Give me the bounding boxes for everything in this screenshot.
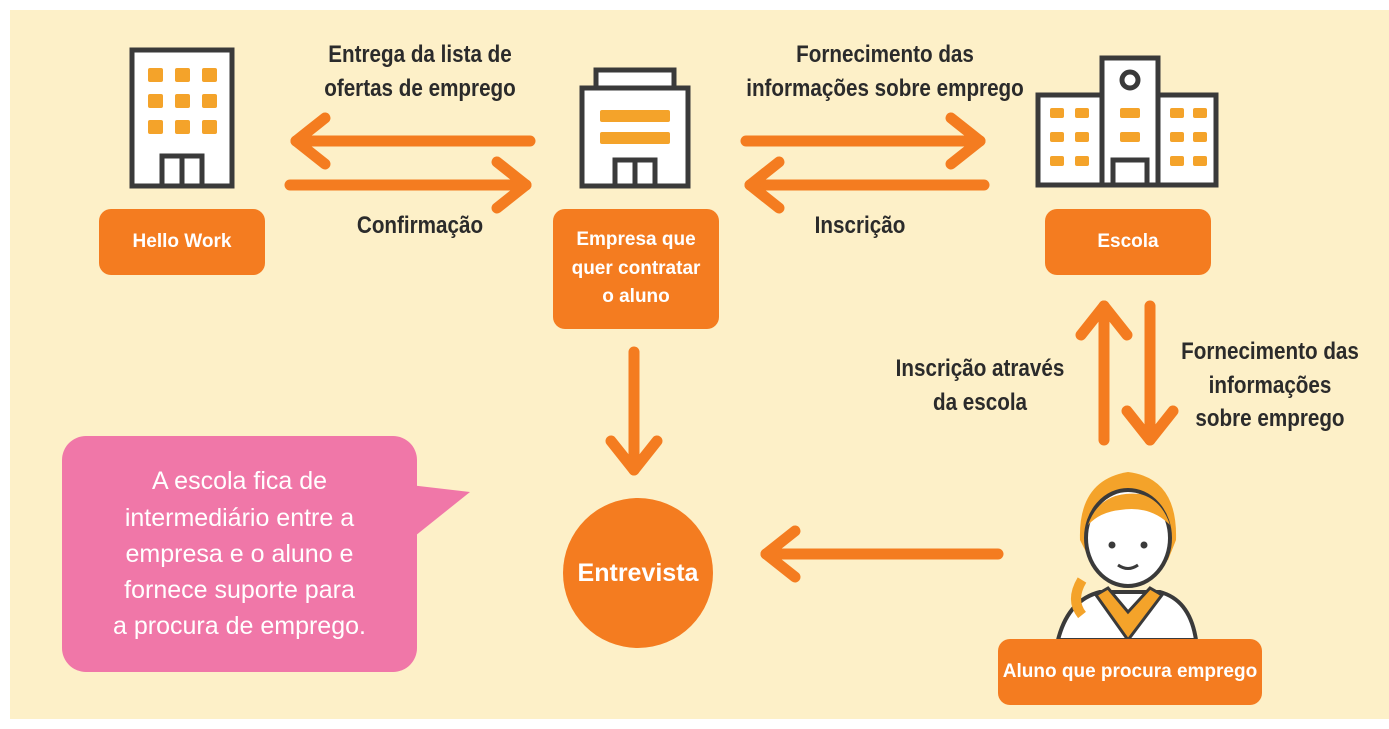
node-company: Empresa que quer contratar o aluno bbox=[553, 209, 719, 329]
edge-label-school-to-company: Inscrição bbox=[814, 212, 906, 239]
arrow-student-to-school bbox=[1075, 300, 1133, 446]
edge-label-school-to-student: Fornecimento das informações sobre empre… bbox=[1181, 338, 1359, 433]
school-building-icon bbox=[1035, 55, 1219, 188]
office-window-grid bbox=[148, 68, 217, 134]
arrow-school-to-student bbox=[1121, 300, 1179, 446]
edge-label-hellowork-to-company: Confirmação bbox=[356, 212, 484, 239]
interview-circle bbox=[563, 498, 713, 648]
speech-bubble bbox=[62, 436, 470, 672]
edge-label-student-to-school: Inscrição através da escola bbox=[895, 355, 1065, 416]
node-hello-work: Hello Work bbox=[99, 209, 265, 275]
arrow-school-to-company bbox=[744, 156, 990, 214]
company-building-icon bbox=[579, 67, 691, 189]
student-avatar-icon bbox=[1055, 472, 1199, 643]
arrow-company-to-interview bbox=[605, 346, 663, 476]
company-banner-stripes bbox=[600, 110, 670, 144]
school-windows bbox=[1050, 108, 1207, 166]
arrow-student-to-interview bbox=[760, 525, 1004, 583]
arrow-hellowork-to-company bbox=[284, 156, 532, 214]
edge-label-company-to-school: Fornecimento das informações sobre empre… bbox=[746, 41, 1024, 102]
arrow-company-to-school bbox=[740, 112, 986, 170]
edge-label-company-to-hellowork: Entrega da lista de ofertas de emprego bbox=[324, 41, 516, 102]
node-student: Aluno que procura emprego bbox=[998, 639, 1262, 705]
node-interview: Entrevista bbox=[577, 558, 699, 587]
node-school: Escola bbox=[1045, 209, 1211, 275]
note-text: A escola fica de intermediário entre a e… bbox=[113, 467, 366, 641]
arrow-company-to-hellowork bbox=[290, 112, 536, 170]
